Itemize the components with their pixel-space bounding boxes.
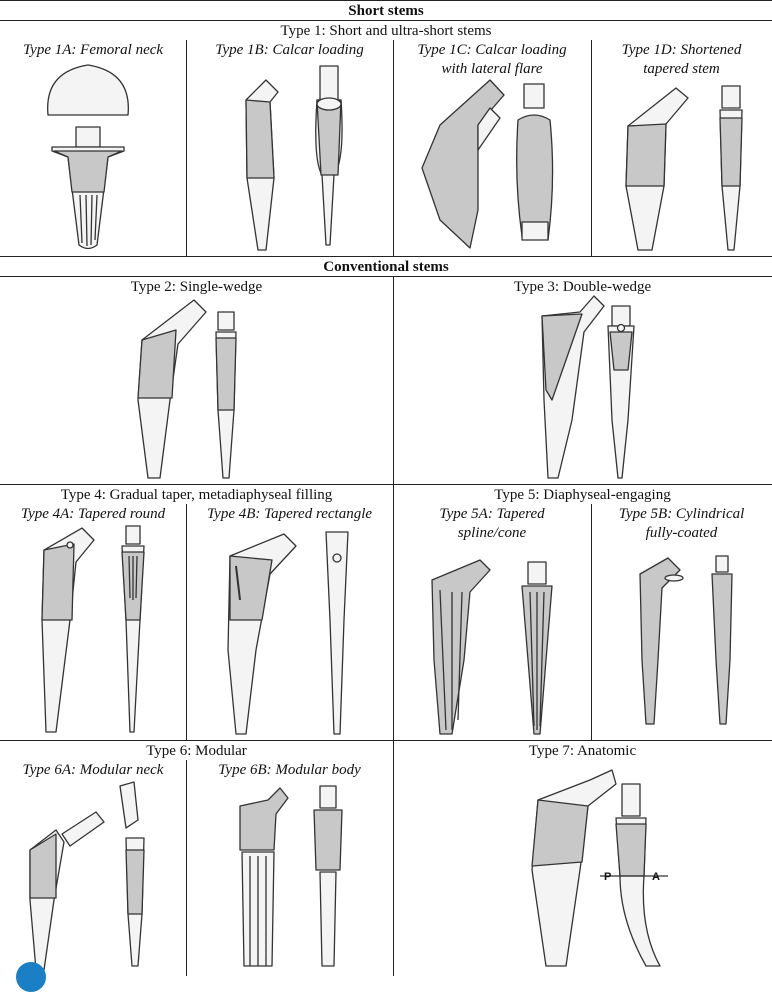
type1b-neck-lateral <box>320 66 338 102</box>
type1b-coating-lateral <box>317 100 341 175</box>
type1b-coating-ap <box>246 100 274 178</box>
type7-label-a: A <box>652 868 660 886</box>
type1b-calcar-stems <box>246 66 342 250</box>
taper-trunnion <box>76 127 100 147</box>
type1c-flare-stems <box>422 80 553 248</box>
type7-neck-lateral <box>622 784 640 816</box>
femoral-head <box>48 65 129 115</box>
type6b-body-lateral <box>314 810 342 870</box>
type5b-cylindrical-stems <box>640 556 732 724</box>
type2-coating-ap <box>138 330 176 398</box>
type5b-stem-ap <box>640 558 680 724</box>
type1c-tip-lateral <box>522 222 548 240</box>
type4b-neck-hole <box>333 554 341 562</box>
type5a-stem-ap <box>432 560 490 734</box>
type6a-coating-ap <box>30 834 56 898</box>
type5a-neck-lateral <box>528 562 546 584</box>
type1c-stem-lateral <box>517 115 553 240</box>
type5b-stem-lateral <box>712 574 732 724</box>
type6b-body-ap <box>240 788 288 850</box>
type3-double-wedge-stems <box>542 296 634 478</box>
type3-coating-lateral <box>610 332 632 370</box>
type1b-neck-hole <box>317 98 341 110</box>
publisher-logo <box>16 962 46 992</box>
type4a-coating-ap <box>42 544 74 620</box>
type7-coating-lateral <box>616 824 646 876</box>
coated-collar <box>54 151 122 192</box>
type6a-coating-lateral <box>126 850 144 914</box>
type6a-neck-piece <box>62 812 104 846</box>
type6b-modular-body-stems <box>240 786 342 966</box>
type5a-tapered-spline-stems <box>432 560 552 734</box>
type4a-tapered-round-stems <box>42 526 144 732</box>
type2-neck-lateral <box>218 312 234 330</box>
type2-single-wedge-stems <box>138 300 236 478</box>
type1d-coating-ap <box>626 124 666 186</box>
type4b-tapered-rectangle-stems <box>228 532 348 734</box>
type3-neck-lateral <box>612 306 630 326</box>
type3-neck-hole <box>618 325 625 332</box>
type7-anatomic-stems <box>532 770 668 966</box>
type4a-neck-hole <box>67 542 73 548</box>
type5b-neck-lateral <box>716 556 728 572</box>
type1c-neck-lateral <box>524 84 544 108</box>
type5b-collar-ap <box>665 575 683 581</box>
type6b-neck-lateral <box>320 786 336 808</box>
type1d-coating-lateral <box>720 118 742 186</box>
type6a-modular-neck-stems <box>30 782 144 970</box>
type1c-stem-ap <box>422 80 504 248</box>
type6a-neck-piece-lateral <box>120 782 138 828</box>
type7-coating-ap <box>532 800 588 866</box>
type1d-neck-lateral <box>722 86 740 108</box>
type1d-shortened-stems <box>626 86 742 250</box>
type1a-femoral-neck-stem <box>48 65 129 249</box>
type4b-coating-ap <box>230 556 272 620</box>
type2-coating-lateral <box>216 338 236 410</box>
type7-label-p: P <box>604 868 611 886</box>
type4a-neck-lateral <box>126 526 140 544</box>
type6b-stem-lateral <box>320 872 336 966</box>
